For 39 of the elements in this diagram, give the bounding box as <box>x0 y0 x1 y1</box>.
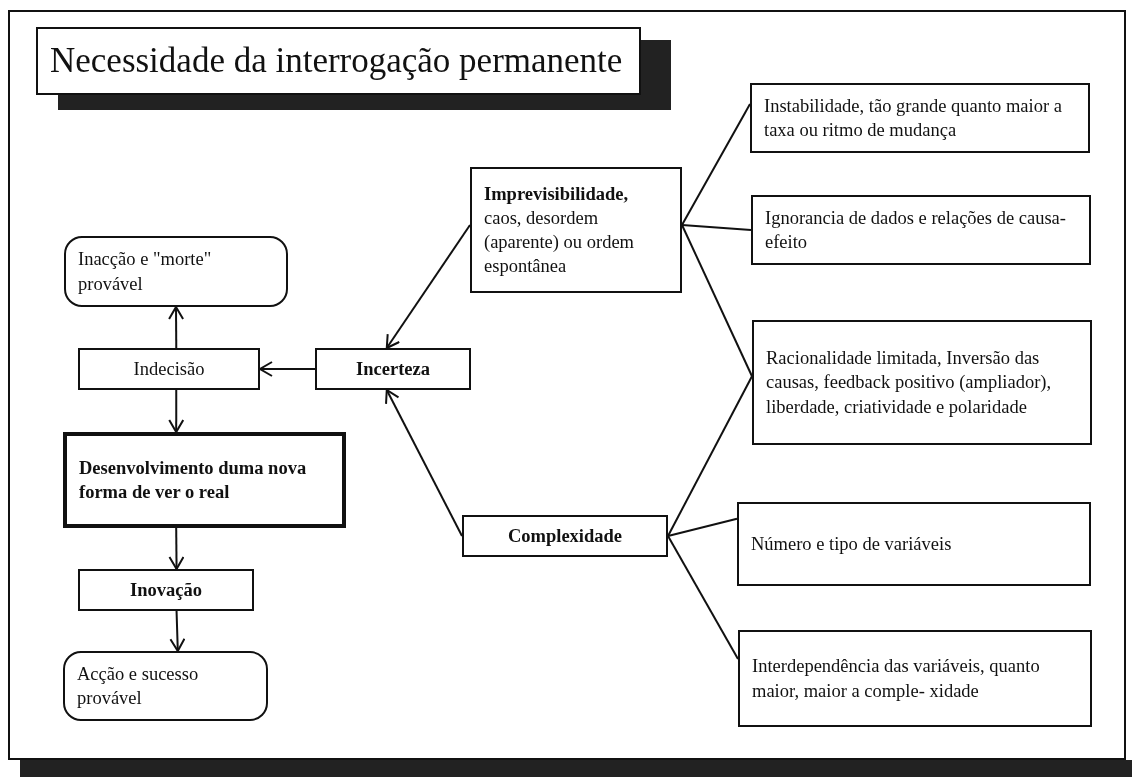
node-text: Desenvolvimento duma nova forma de ver o real <box>79 456 308 504</box>
process-box <box>738 630 1092 727</box>
connector-line <box>681 223 752 231</box>
node-text: Acção e sucesso provável <box>77 662 200 710</box>
process-box <box>462 515 668 557</box>
arrow <box>168 306 185 349</box>
process-box <box>470 167 682 293</box>
node-text: Incerteza <box>356 357 430 381</box>
arrow <box>385 223 471 349</box>
node-text: Instabilidade, tão grande quanto maior a taxa ou ritmo de mudança <box>764 94 1063 142</box>
connector-line <box>667 535 739 661</box>
process-box <box>750 83 1090 153</box>
process-box <box>78 569 254 611</box>
node-text: Interdependência das variáveis, quanto maior, maior a comple- xidade <box>752 655 1041 703</box>
process-box <box>63 432 346 528</box>
node-text: Número e tipo de variáveis <box>751 532 952 556</box>
arrow <box>168 389 185 433</box>
node-text: Indecisão <box>133 357 205 381</box>
arrow <box>169 610 186 652</box>
node-text: Ignorancia de dados e relações de causa-efeito <box>765 206 1067 254</box>
process-box <box>78 348 260 390</box>
node-text: Inovação <box>130 578 202 602</box>
connector-line <box>667 375 753 537</box>
process-box <box>315 348 471 390</box>
connector-line <box>667 517 738 537</box>
node-text: Racionalidade limitada, Inversão das causas, feedback positivo (ampliador), liberdade, criatividade e polaridade <box>766 347 1053 419</box>
process-box <box>737 502 1091 586</box>
arrow <box>168 527 185 570</box>
process-box <box>752 320 1092 445</box>
process-box <box>751 195 1091 265</box>
connector-line <box>681 103 751 226</box>
rounded-box <box>64 236 288 307</box>
node-text: Complexidade <box>507 524 623 548</box>
arrow <box>259 361 316 377</box>
arrow <box>385 389 463 537</box>
title: Necessidade da interrogação permanente <box>50 41 623 81</box>
node-text: Imprevisibilidade, caos, desordem (aparente) ou ordem espontânea <box>484 182 635 279</box>
rounded-box <box>63 651 268 721</box>
node-text: Inacção e "morte" provável <box>78 248 213 296</box>
